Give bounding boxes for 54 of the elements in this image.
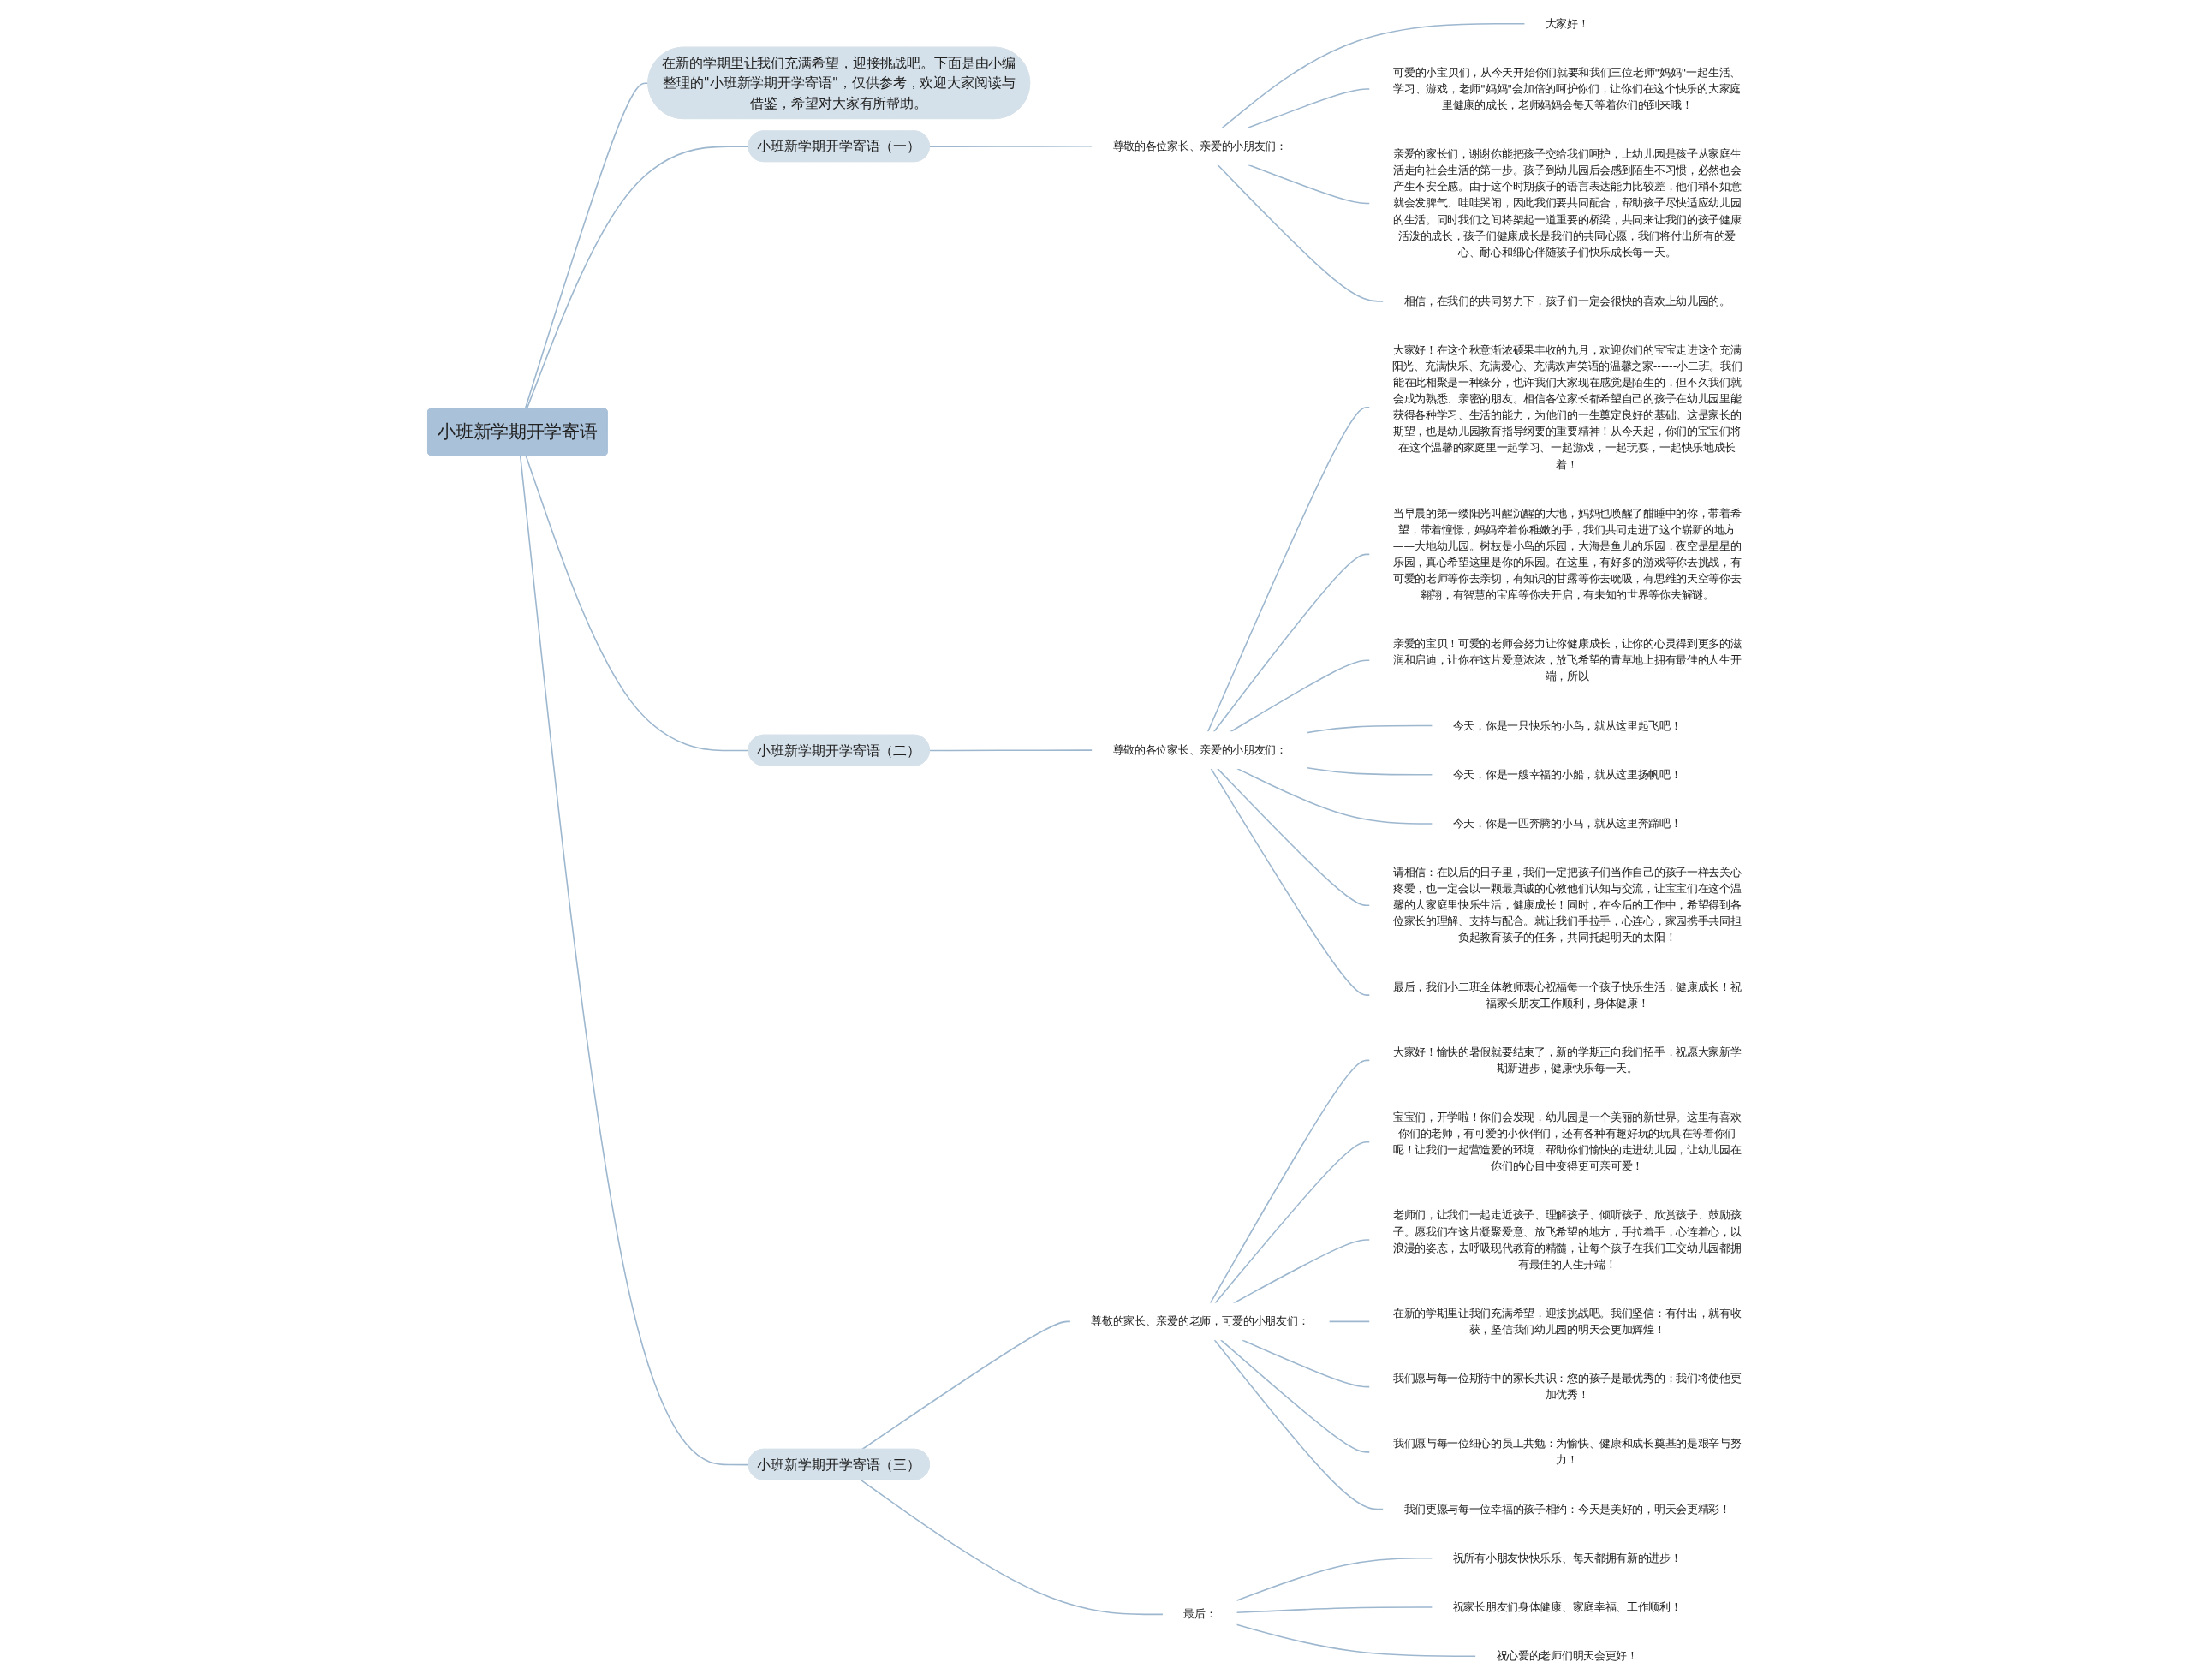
node-text: 最后： (1183, 1607, 1217, 1621)
connector (929, 749, 1093, 752)
node-text: 大家好！ (1545, 16, 1589, 30)
connector (861, 1320, 1072, 1451)
node-text: 大家好！在这个秋意渐浓硕果丰收的九月，欢迎你们的宝宝走进这个充满阳光、充满快乐、充满爱心、充满欢声笑语的温馨之家------小二班。我们能在此相聚是一种缘分，也许我们大家现在感觉是陌生的，但不久我们就会成为熟悉、亲密的朋友。相信各位家长都希望自己的孩子在幼儿园里能获得各种学习、生活的能力，为他们的一生奠定良好的基础。这是家长的期望，也是幼儿园教育指导纲要的重要精神！从今天起，你们的宝宝们将在这个温馨的家庭里一起学习、一起游戏，一起玩耍，一起快乐地成长着！ (1391, 343, 1742, 471)
node-text: 今天，你是一艘幸福的小船，就从这里扬帆吧！ (1452, 767, 1682, 781)
node-text: 我们更愿与每一位幸福的孩子相约：今天是美好的，明天会更精彩！ (1403, 1502, 1730, 1516)
connector (1210, 767, 1371, 996)
node-text: 可爱的小宝贝们，从今天开始你们就要和我们三位老师"妈妈"一起生活、学习、游戏，老师"妈妈"会加倍的呵护你们，让你们在这个快乐的大家庭里健康的成长，老师妈妈会每天等着你们的到来哦！ (1393, 66, 1741, 112)
node-text: 祝心爱的老师们明天会更好！ (1496, 1649, 1638, 1663)
node-text: 祝所有小朋友快快乐乐、每天都拥有新的进步！ (1452, 1551, 1682, 1564)
node-text: 祝家长朋友们身体健康、家庭幸福、工作顺利！ (1452, 1600, 1682, 1614)
node-text: 宝宝们，开学啦！你们会发现，幼儿园是一个美丽的新世界。这里有喜欢你们的老师，有可爱的小伙伴们，还有各种有趣好玩的玩具在等着你们呢！让我们一起营造爱的环境，帮助你们愉快的走进幼儿园，让幼儿园在你们的心目中变得更可亲可爱！ (1392, 1111, 1742, 1173)
connector (1213, 1339, 1385, 1510)
connector (525, 455, 750, 752)
node-text: 当早晨的第一缕阳光叫醒沉醒的大地，妈妈也唤醒了酣睡中的你，带着希望，带着憧憬，妈妈牵着你稚嫩的手，我们共同走进了这个崭新的地方——大地幼儿园。树枝是小鸟的乐园，大海是鱼儿的乐园，夜空是星星的乐园，真心希望这里是你的乐园。在这里，有好多的游戏等你去挑战，有可爱的老师等你去亲切，有知识的甘露等你去吮吸，有思维的天空等你去翱翔，有智慧的宝库等你去开启，有未知的世界等你去解谜。 (1392, 506, 1742, 602)
node-text: 亲爱的宝贝！可爱的老师会努力让你健康成长，让你的心灵得到更多的滋润和启迪，让你在这片爱意浓浓，放飞希望的青草地上拥有最佳的人生开端，所以 (1392, 637, 1742, 683)
node-text: 最后，我们小二班全体教师衷心祝福每一个孩子快乐生活，健康成长！祝福家长朋友工作顺利，身体健康！ (1392, 980, 1742, 1010)
connector (526, 146, 750, 410)
connector (1306, 766, 1433, 776)
connector (1206, 407, 1371, 733)
connector (1217, 164, 1385, 302)
node-text: 在新的学期里让我们充满希望，迎接挑战吧。我们坚信：有付出，就有收获，坚信我们幼儿园的明天会更加辉煌！ (1392, 1306, 1742, 1337)
connector (860, 1479, 1164, 1616)
connector (1247, 88, 1371, 129)
connector (1214, 1141, 1371, 1304)
connector (1212, 553, 1371, 733)
node-text: 尊敬的家长、亲爱的老师，可爱的小朋友们： (1091, 1314, 1309, 1328)
connector (1232, 1239, 1371, 1304)
node-text: 请相信：在以后的日子里，我们一定把孩子们当作自己的孩子一样去关心疼爱，也一定会以一颗最真诚的心教他们认知与交流，让宝宝们在这个温馨的大家庭里快乐生活，健康成长！同时，在今后的工作中，希望得到各位家长的理解、支持与配合。就让我们手拉手，心连心，家园携手共同担负起教育孩子的任务，共同托起明天的太阳！ (1392, 866, 1742, 944)
connector (1236, 1606, 1433, 1614)
node-text: 老师们，让我们一起走近孩子、理解孩子、倾听孩子、欣赏孩子、鼓励孩子。愿我们在这片凝聚爱意、放飞希望的地方，手拉着手，心连着心，以浪漫的姿态，去呼吸现代教育的精髓，让每个孩子在我们工交幼儿园都拥有最佳的人生开端！ (1392, 1208, 1742, 1271)
connector (1221, 23, 1526, 129)
connector (1306, 724, 1433, 734)
node-text: 我们愿与每一位细心的员工共勉：为愉快、健康和成长奠基的是艰辛与努力！ (1392, 1437, 1742, 1467)
node-text: 尊敬的各位家长、亲爱的小朋友们： (1112, 139, 1287, 152)
node-text: 今天，你是一只快乐的小鸟，就从这里起飞吧！ (1452, 718, 1682, 732)
connector (1230, 659, 1371, 733)
connector (1209, 1059, 1371, 1304)
connector (1217, 767, 1371, 907)
node-text: 我们愿与每一位期待中的家长共识：您的孩子是最优秀的；我们将使他更加优秀！ (1392, 1372, 1742, 1402)
connector (929, 146, 1093, 147)
node-text: 亲爱的家长们，谢谢你能把孩子交给我们呵护，上幼儿园是孩子从家庭生活走向社会生活的第一步。孩子到幼儿园后会感到陌生不习惯，必然也会产生不安全感。由于这个时期孩子的语言表达能力比较差，他们稍不如意就会发脾气、哇哇哭闹，因此我们要共同配合，帮助孩子尽快适应幼儿园的生活。同时我们之间将架起一道重要的桥梁，共同来让我们的孩子健康活泼的成长，孩子们健康成长是我们的共同心愿，我们将付出所有的爱心、耐心和细心伴随孩子们快乐成长每一天。 (1392, 147, 1742, 259)
connector (1236, 1623, 1477, 1657)
node-text: 大家好！愉快的暑假就要结束了，新的学期正向我们招手，祝愿大家新学期新进步，健康快乐每一天。 (1392, 1045, 1742, 1075)
connector (1328, 1320, 1371, 1323)
connector (1236, 1558, 1433, 1602)
connector (1236, 767, 1433, 825)
node-text: 相信，在我们的共同努力下，孩子们一定会很快的喜欢上幼儿园的。 (1403, 294, 1730, 308)
node-text: 今天，你是一匹奔腾的小马，就从这里奔蹄吧！ (1452, 816, 1682, 831)
connector (1241, 1339, 1371, 1388)
connector (519, 455, 750, 1466)
connector (1220, 1339, 1371, 1453)
node-text: 尊敬的各位家长、亲爱的小朋友们： (1112, 743, 1287, 757)
